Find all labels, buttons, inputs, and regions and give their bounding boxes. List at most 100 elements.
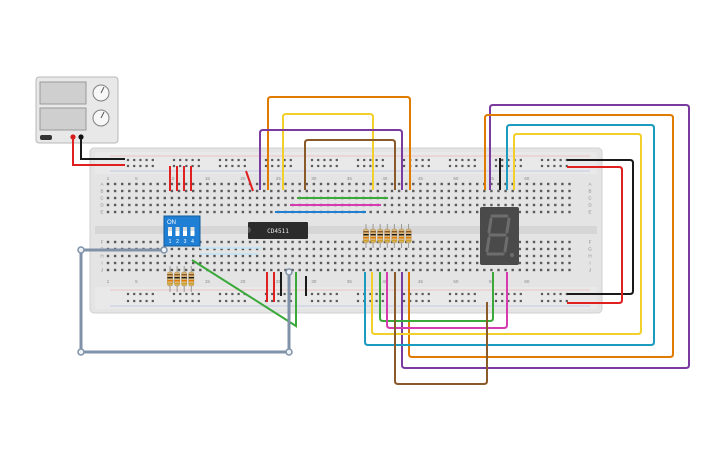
ic-cd4511[interactable]: CD4511 xyxy=(248,222,308,239)
column-label: 45 xyxy=(418,176,424,181)
row-label: E xyxy=(100,210,103,215)
column-label: 40 xyxy=(382,279,388,284)
column-label: 60 xyxy=(524,279,530,284)
gray-loop-wire[interactable] xyxy=(79,248,291,354)
column-label: 35 xyxy=(347,279,353,284)
purple-wire-top[interactable] xyxy=(259,129,403,190)
column-label: 45 xyxy=(418,279,424,284)
right-black-rail-wire[interactable] xyxy=(567,159,634,295)
column-label: 20 xyxy=(240,279,246,284)
row-label: H xyxy=(588,254,591,259)
dip-lever[interactable] xyxy=(183,227,187,236)
green-diagonal-wire[interactable] xyxy=(191,259,297,328)
resistor-array-left xyxy=(167,266,195,292)
magenta-wire-bottom[interactable] xyxy=(386,272,508,329)
ic-label: CD4511 xyxy=(267,228,289,235)
column-label: 5 xyxy=(135,176,138,181)
column-label: 35 xyxy=(347,176,353,181)
row-label: C xyxy=(588,196,592,201)
row-label: J xyxy=(589,268,591,273)
resistor[interactable] xyxy=(391,224,398,248)
cyan-wire-display[interactable] xyxy=(364,124,655,346)
decimal-point xyxy=(510,253,514,257)
row-label: A xyxy=(588,182,591,187)
resistor[interactable] xyxy=(377,224,384,248)
column-label: 25 xyxy=(276,176,282,181)
column-label: 55 xyxy=(489,279,495,284)
voltage-display xyxy=(39,81,87,105)
resistor[interactable] xyxy=(181,266,188,292)
column-label: 5 xyxy=(135,279,138,284)
power-switch[interactable] xyxy=(40,135,52,140)
negative-terminal[interactable] xyxy=(78,134,84,140)
red-jumper-5[interactable] xyxy=(245,170,254,192)
yellow-wire-top[interactable] xyxy=(282,113,374,190)
column-label: 1 xyxy=(107,176,110,181)
row-label: B xyxy=(588,189,591,194)
dip-switch-on-label: ON xyxy=(167,220,176,226)
row-label: E xyxy=(588,210,591,215)
resistor[interactable] xyxy=(188,266,195,292)
resistor[interactable] xyxy=(174,266,180,292)
resistor-array-right xyxy=(363,224,412,248)
dip-switch-number: 2 xyxy=(176,239,179,245)
column-label: 20 xyxy=(240,176,246,181)
row-label: B xyxy=(100,189,103,194)
dip-lever[interactable] xyxy=(175,227,180,236)
purple-wire-display[interactable] xyxy=(401,104,690,369)
supply-negative-wire[interactable] xyxy=(80,138,125,160)
dip-lever[interactable] xyxy=(168,227,172,236)
resistor[interactable] xyxy=(398,224,405,248)
wires xyxy=(72,96,690,385)
column-label: 15 xyxy=(205,279,211,284)
top-power-rail xyxy=(95,152,597,174)
column-label: 40 xyxy=(382,176,388,181)
brown-wire-top[interactable] xyxy=(304,139,396,190)
column-label: 60 xyxy=(524,176,530,181)
bottom-power-rail xyxy=(95,287,597,309)
orange-wire-display[interactable] xyxy=(408,114,674,358)
column-label: 55 xyxy=(489,176,495,181)
resistor[interactable] xyxy=(405,224,412,248)
current-display xyxy=(39,107,87,131)
row-label: D xyxy=(588,203,592,208)
positive-terminal[interactable] xyxy=(70,134,76,140)
power-supply[interactable] xyxy=(35,76,119,144)
dip-switch-levers[interactable] xyxy=(168,227,195,236)
dip-lever[interactable] xyxy=(190,227,195,236)
row-label: D xyxy=(100,203,104,208)
yellow-wire-display[interactable] xyxy=(371,133,642,335)
dip-switch-number: 1 xyxy=(169,239,172,245)
seven-segment-display[interactable] xyxy=(480,207,519,265)
dip-lever-knob xyxy=(175,227,180,231)
resistor[interactable] xyxy=(363,224,369,248)
resistor[interactable] xyxy=(167,266,173,292)
row-label: J xyxy=(101,268,103,273)
breadboard: 1155101015152020252530303535404045455050… xyxy=(89,147,603,314)
center-channel xyxy=(95,226,597,234)
row-label: I xyxy=(589,261,590,266)
dip-lever-knob xyxy=(183,227,187,231)
resistor[interactable] xyxy=(384,224,391,248)
segments xyxy=(485,214,511,256)
resistor[interactable] xyxy=(370,224,376,248)
orange-wire-top[interactable] xyxy=(267,96,411,190)
row-label: F xyxy=(101,240,104,245)
dip-switch-number: 4 xyxy=(191,239,194,245)
column-label: 15 xyxy=(205,176,211,181)
right-red-rail-wire[interactable] xyxy=(567,166,623,304)
row-label: F xyxy=(589,240,592,245)
brown-wire-bottom[interactable] xyxy=(394,272,488,385)
row-label: G xyxy=(588,247,592,252)
row-label: H xyxy=(100,254,103,259)
column-label: 50 xyxy=(453,279,459,284)
dip-lever-knob xyxy=(190,227,195,231)
row-label: C xyxy=(100,196,104,201)
supply-positive-wire[interactable] xyxy=(72,138,125,166)
green-wire-bottom[interactable] xyxy=(379,272,494,322)
row-label: I xyxy=(101,261,102,266)
column-label: 30 xyxy=(311,176,317,181)
